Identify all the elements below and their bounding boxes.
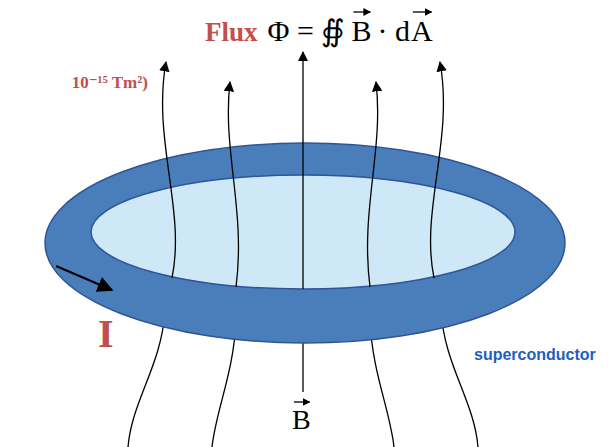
flux-quantum-note: 10⁻¹⁵ Tm²) — [72, 74, 148, 91]
vector-arrow — [413, 11, 432, 12]
field-line — [302, 52, 303, 289]
superconducting-ring — [45, 143, 565, 343]
field-line — [163, 62, 176, 278]
field-line — [441, 310, 478, 447]
field-line — [228, 82, 238, 287]
formula-vector: A — [411, 6, 433, 46]
field-lines-above — [163, 52, 444, 289]
current-label: I — [98, 314, 114, 354]
vector-arrow — [294, 401, 310, 402]
field-label: B — [292, 396, 311, 434]
formula-vector: B — [351, 6, 371, 46]
formula-part: Φ = ∯ — [268, 16, 346, 46]
formula-part: · d — [377, 16, 410, 46]
flux-label: Flux — [205, 19, 258, 46]
vector-arrow — [353, 11, 370, 12]
field-line — [128, 310, 165, 447]
flux-formula: Flux Φ = ∯B· dA — [205, 6, 433, 46]
material-label: superconductor — [474, 347, 596, 363]
field-line — [431, 62, 444, 278]
field-line — [368, 82, 378, 287]
current-arrow — [56, 266, 112, 290]
